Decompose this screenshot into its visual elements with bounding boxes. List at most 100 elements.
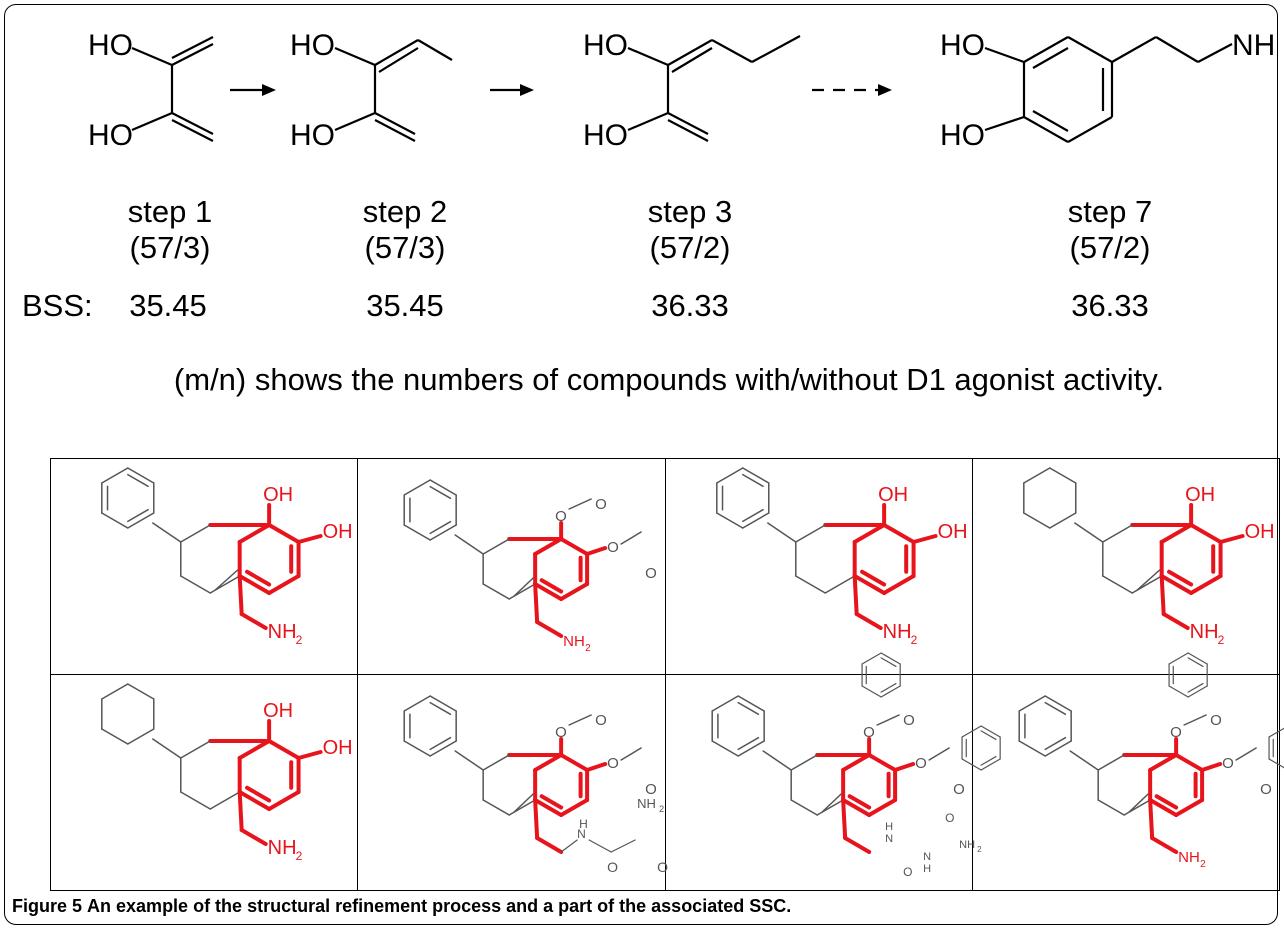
step-counts: (57/3) bbox=[130, 230, 211, 265]
bond bbox=[403, 479, 432, 496]
bond bbox=[1101, 524, 1133, 543]
bond bbox=[533, 798, 564, 817]
bond bbox=[482, 754, 511, 771]
bond bbox=[875, 714, 900, 726]
label-oh: HO bbox=[583, 119, 628, 152]
step-name: step 2 bbox=[363, 194, 447, 229]
atom-label: NH bbox=[637, 796, 656, 811]
bond bbox=[980, 730, 997, 741]
bond bbox=[1161, 612, 1190, 630]
bond bbox=[429, 524, 458, 541]
bond bbox=[454, 534, 485, 555]
atom-label: NH bbox=[268, 837, 297, 859]
step-name: step 7 bbox=[1068, 194, 1152, 229]
bond bbox=[429, 740, 458, 757]
bond bbox=[852, 523, 886, 544]
label-oh: HO bbox=[290, 29, 335, 62]
bond bbox=[960, 758, 982, 771]
bond bbox=[1101, 575, 1133, 594]
bond bbox=[852, 574, 886, 595]
bond bbox=[794, 575, 826, 594]
atom-label: O bbox=[595, 496, 607, 513]
bond bbox=[533, 537, 564, 556]
bond bbox=[239, 612, 268, 630]
bond bbox=[209, 791, 241, 810]
bond bbox=[710, 740, 739, 757]
atom-label: 2 bbox=[659, 804, 664, 814]
atom-label: OH bbox=[323, 737, 353, 759]
bond bbox=[152, 738, 182, 759]
bond bbox=[1147, 798, 1154, 840]
figure-caption: Figure 5 An example of the structural re… bbox=[12, 896, 791, 917]
bond bbox=[1147, 798, 1178, 817]
bond bbox=[533, 582, 564, 601]
atom-label: N bbox=[577, 827, 586, 841]
bond bbox=[1187, 657, 1204, 668]
bond bbox=[237, 523, 272, 544]
bond bbox=[927, 747, 950, 761]
bond bbox=[1173, 753, 1204, 772]
bond bbox=[559, 582, 590, 601]
bond bbox=[852, 574, 859, 616]
bond bbox=[403, 524, 432, 541]
atom-label: OH bbox=[1244, 521, 1274, 543]
bond bbox=[715, 467, 744, 484]
atom-label: H bbox=[885, 821, 893, 833]
atom-label: O bbox=[607, 755, 619, 772]
atom-label: O bbox=[1222, 755, 1234, 772]
bond bbox=[245, 569, 272, 587]
bond bbox=[508, 583, 537, 600]
bond bbox=[842, 836, 871, 854]
bond bbox=[1154, 794, 1178, 810]
bond bbox=[761, 750, 792, 771]
label-nh: NH bbox=[1232, 29, 1275, 62]
atom-label: O bbox=[645, 781, 657, 798]
bond bbox=[239, 828, 268, 846]
bond bbox=[585, 546, 608, 556]
bond bbox=[237, 574, 272, 595]
step-counts: (57/2) bbox=[650, 230, 731, 265]
bond bbox=[1022, 512, 1051, 529]
bond bbox=[880, 682, 897, 693]
bond bbox=[820, 793, 842, 813]
activity-note: (m/n) shows the numbers of compounds wit… bbox=[174, 362, 1164, 397]
bond bbox=[429, 695, 458, 712]
bond bbox=[1187, 652, 1208, 665]
bond bbox=[429, 485, 452, 500]
step-name: step 1 bbox=[128, 194, 212, 229]
bond bbox=[980, 758, 1001, 771]
bond bbox=[859, 569, 886, 587]
bss-value: 36.33 bbox=[1071, 288, 1149, 323]
bond bbox=[152, 522, 182, 543]
atom-label: 2 bbox=[977, 845, 982, 854]
atom-label: 2 bbox=[910, 633, 917, 647]
atom-label: OH bbox=[937, 521, 967, 543]
bond bbox=[766, 522, 797, 543]
atom-label: NH bbox=[959, 839, 975, 851]
bond bbox=[1188, 523, 1223, 544]
bond bbox=[1136, 569, 1161, 591]
bond bbox=[180, 524, 211, 543]
bond bbox=[741, 508, 764, 523]
step-counts: (57/2) bbox=[1070, 230, 1151, 265]
label-oh: HO bbox=[290, 119, 335, 152]
atom-label: NH bbox=[882, 621, 911, 643]
bond bbox=[588, 839, 612, 853]
bond bbox=[1147, 753, 1178, 772]
bss-value: 36.33 bbox=[651, 288, 729, 323]
atom-label: O bbox=[903, 712, 915, 729]
bond bbox=[180, 575, 211, 594]
bond bbox=[1187, 685, 1208, 698]
bond bbox=[127, 473, 149, 488]
bond bbox=[710, 695, 739, 712]
bond bbox=[881, 523, 916, 544]
bond bbox=[296, 534, 323, 544]
label-oh: HO bbox=[88, 119, 133, 152]
bond bbox=[794, 524, 826, 543]
bond bbox=[881, 574, 916, 595]
